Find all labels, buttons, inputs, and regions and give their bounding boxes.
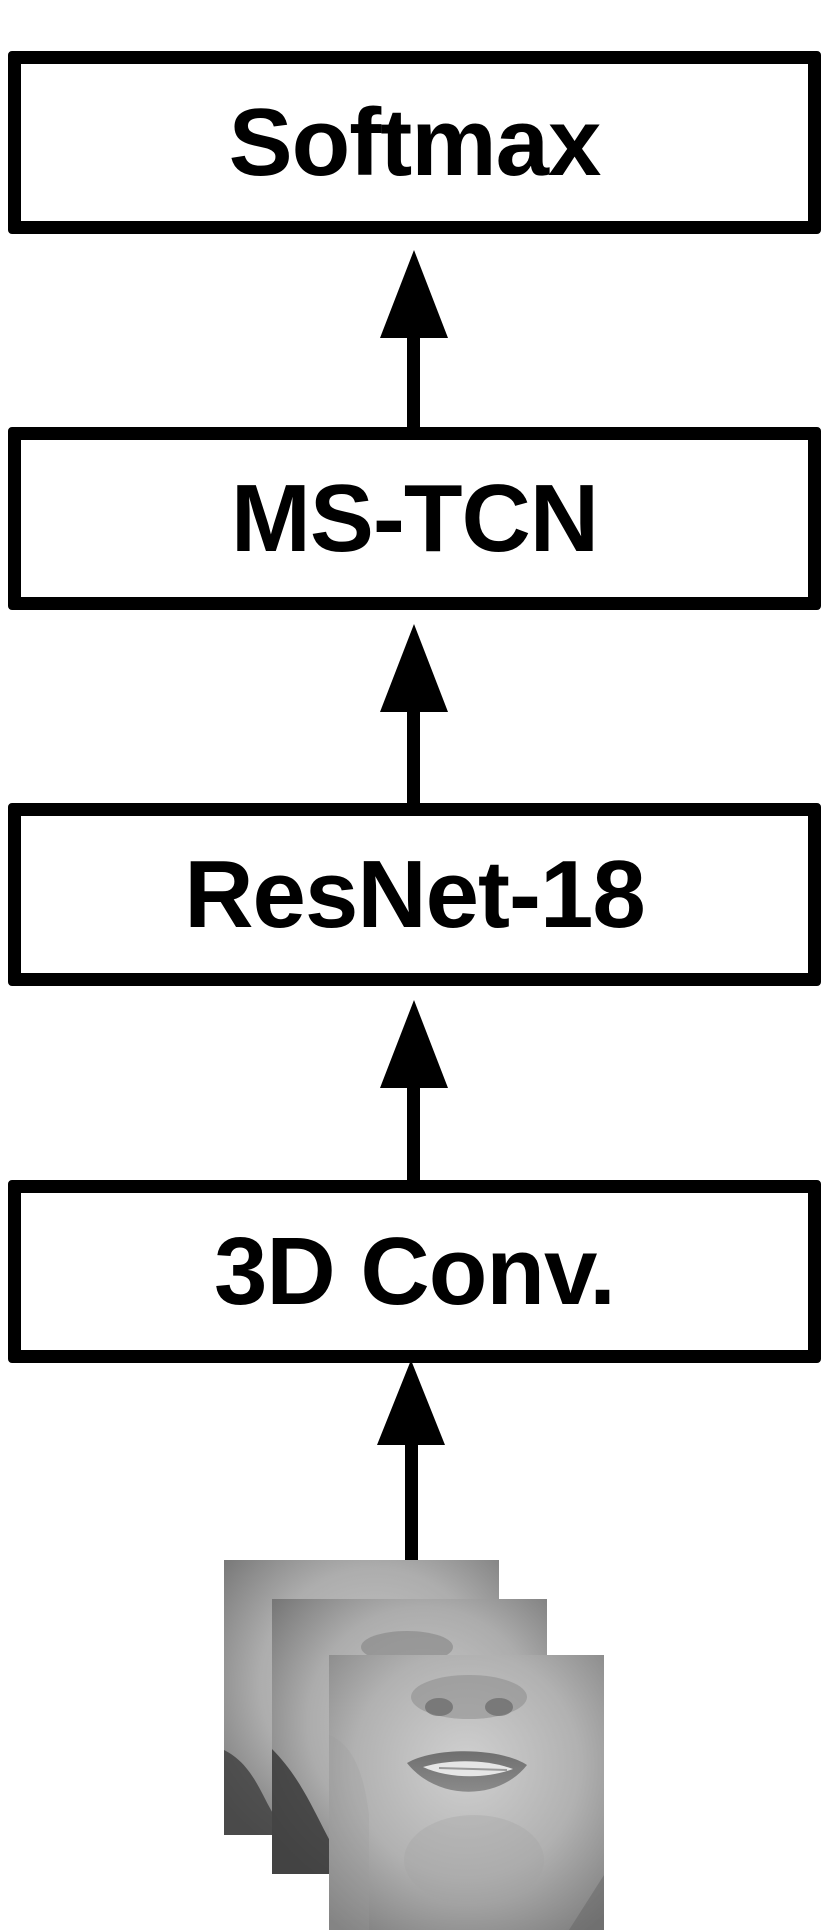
arrow-up-icon (380, 250, 448, 430)
arrow-up-icon (380, 1000, 448, 1182)
arrow-up-icon (380, 624, 448, 805)
conv3d-label: 3D Conv. (214, 1217, 616, 1325)
softmax-block: Softmax (8, 51, 821, 234)
ms-tcn-label: MS-TCN (230, 464, 599, 572)
arrow-up-icon (377, 1360, 445, 1560)
ms-tcn-block: MS-TCN (8, 427, 821, 610)
mouth-frame-image (329, 1655, 604, 1930)
input-frame-front (329, 1655, 604, 1930)
resnet-block: ResNet-18 (8, 803, 821, 986)
softmax-label: Softmax (228, 88, 602, 196)
conv3d-block: 3D Conv. (8, 1180, 821, 1363)
resnet-label: ResNet-18 (184, 840, 646, 948)
